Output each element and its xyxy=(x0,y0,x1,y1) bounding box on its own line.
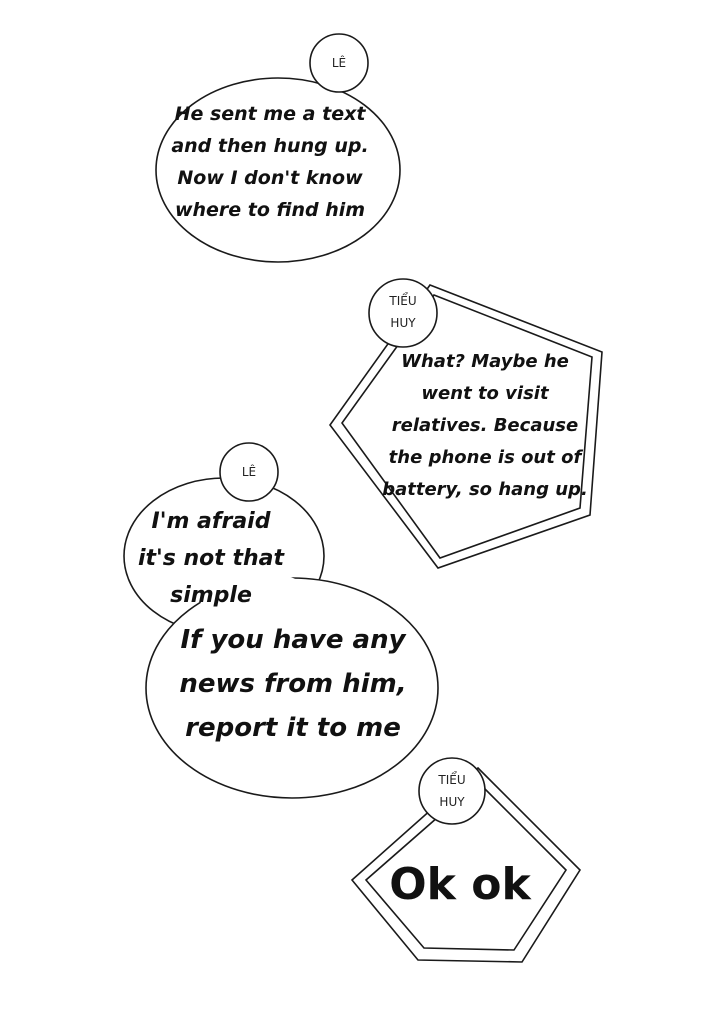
dialogue-line: news from him, xyxy=(179,669,407,699)
speaker-tag-le-2: LÊ xyxy=(241,465,257,479)
speech-bubble-5-inner xyxy=(364,780,568,951)
dialogue-line: What? Maybe he xyxy=(401,351,569,372)
dialogue-line: where to find him xyxy=(174,199,366,221)
dialogue-text-5: Ok ok xyxy=(380,856,540,914)
speaker-tag-circle-4 xyxy=(418,757,486,825)
speaker-tag-line: TIỂU xyxy=(389,294,417,308)
speech-bubble-2-inner xyxy=(341,294,593,559)
speaker-tag-circle-2 xyxy=(368,278,438,348)
dialogue-line: He sent me a text xyxy=(174,103,366,125)
speech-bubble-5-outer xyxy=(350,766,582,963)
dialogue-line: the phone is out of xyxy=(388,447,582,468)
dialogue-line: went to visit xyxy=(421,383,549,404)
dialogue-line: Now I don't know xyxy=(177,167,363,189)
dialogue-text-4: If you have any news from him, report it… xyxy=(168,618,418,750)
speaker-tag-circle-3 xyxy=(219,442,279,502)
dialogue-line: simple xyxy=(170,583,252,608)
dialogue-line: Ok ok xyxy=(389,859,531,910)
dialogue-line: and then hung up. xyxy=(171,135,369,157)
speaker-tag-le-1: LÊ xyxy=(331,56,347,70)
speaker-tag-line: TIỂU xyxy=(438,773,466,787)
speaker-tag-tieu-huy-1: TIỂU HUY xyxy=(378,290,428,334)
speaker-tag-line: HUY xyxy=(390,316,416,330)
speaker-tag-tieu-huy-2: TIỂU HUY xyxy=(427,769,477,813)
dialogue-text-2: What? Maybe he went to visit relatives. … xyxy=(372,346,598,506)
dialogue-line: I'm afraid xyxy=(151,509,271,534)
dialogue-line: battery, so hang up. xyxy=(382,479,588,500)
dialogue-line: relatives. Because xyxy=(391,415,579,436)
speech-bubble-2-outer xyxy=(329,284,603,569)
dialogue-text-1: He sent me a text and then hung up. Now … xyxy=(160,98,380,226)
dialogue-text-3: I'm afraid it's not that simple xyxy=(126,503,296,614)
speech-bubble-1 xyxy=(155,77,401,263)
dialogue-line: it's not that xyxy=(137,546,285,571)
dialogue-line: report it to me xyxy=(185,713,401,743)
dialogue-line: If you have any xyxy=(180,625,406,655)
speaker-tag-circle-1 xyxy=(309,33,369,93)
speaker-tag-line: HUY xyxy=(439,795,465,809)
